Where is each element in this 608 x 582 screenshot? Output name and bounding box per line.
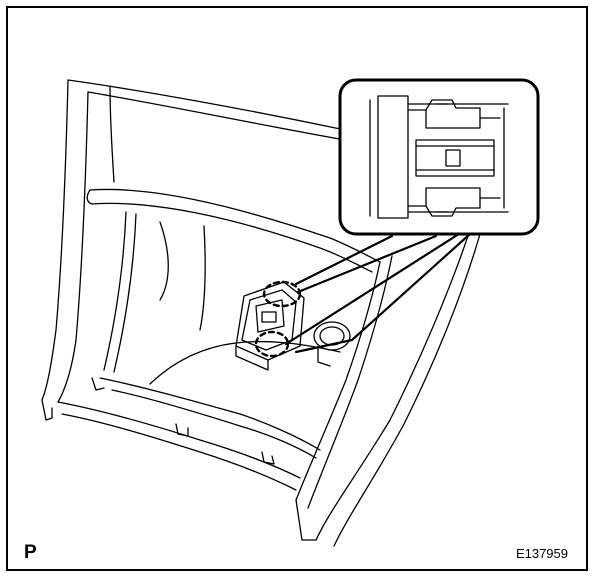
magnified-inset (338, 78, 540, 236)
callout-leader (284, 230, 472, 354)
figure-id: E137959 (515, 546, 568, 561)
switch-assembly (235, 280, 305, 371)
corner-label: P (24, 542, 37, 563)
